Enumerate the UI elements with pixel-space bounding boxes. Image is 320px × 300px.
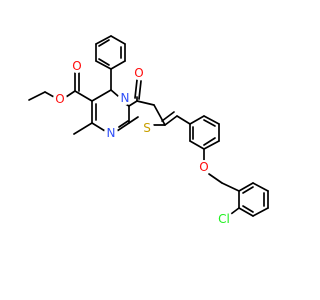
atom-N1: N <box>121 91 130 105</box>
atom-O2: O <box>72 59 81 73</box>
chlorine-atom: Cl <box>215 210 233 228</box>
atom-O3: O <box>134 66 143 80</box>
bridgehead-nitrogen: N <box>118 91 132 105</box>
atom-O4: O <box>199 160 208 174</box>
bonds <box>28 35 269 217</box>
atom-O1: O <box>55 92 64 106</box>
thiazole-sulfur: S <box>140 121 154 135</box>
atom-labels: O O O N N S O Cl <box>53 59 233 228</box>
atom-N2: N <box>107 126 116 140</box>
molecule-diagram: O O O N N S O Cl <box>28 35 269 228</box>
aryl-ether-oxygen: O <box>197 160 211 174</box>
structure-svg: O O O N N S O Cl <box>28 35 269 228</box>
imine-nitrogen: N <box>104 126 118 140</box>
ester-ether-oxygen: O <box>53 92 67 106</box>
ring-carbonyl-oxygen: O <box>132 66 146 80</box>
ester-carbonyl-oxygen: O <box>70 59 84 73</box>
atom-Cl1: Cl <box>218 212 230 226</box>
atom-S1: S <box>143 121 151 135</box>
